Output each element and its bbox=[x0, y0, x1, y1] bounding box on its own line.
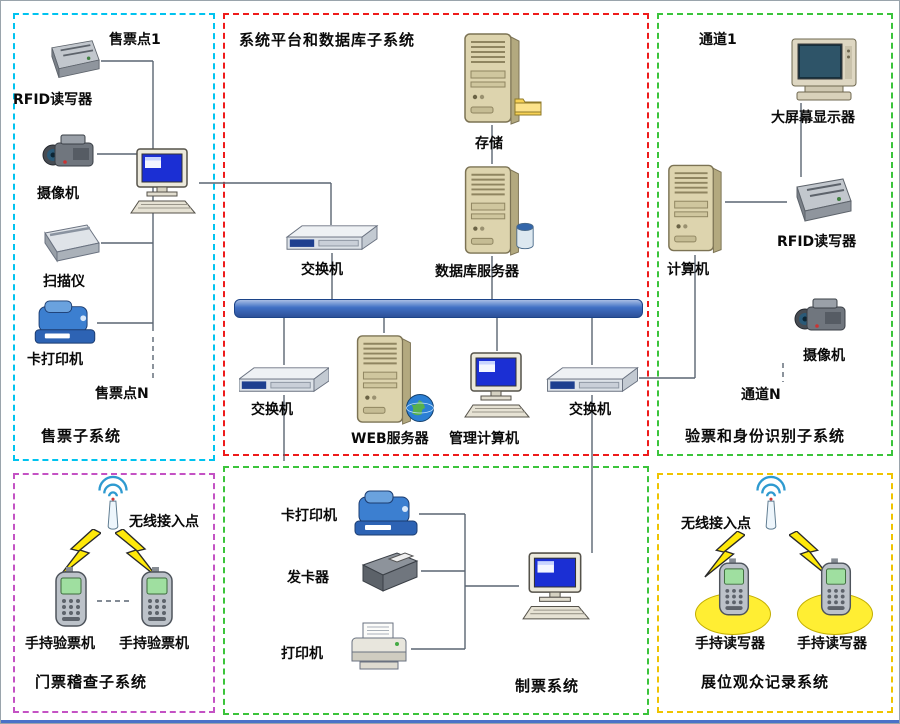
label-web-server: WEB服务器 bbox=[351, 431, 429, 447]
label-handheld-reader-1: 手持读写器 bbox=[695, 636, 765, 652]
management-computer-icon bbox=[461, 351, 533, 423]
card-dispenser-icon bbox=[359, 547, 421, 595]
globe-icon bbox=[405, 393, 435, 423]
rfid-reader-icon bbox=[787, 177, 853, 225]
label-ticket-sales-subsystem: 售票子系统 bbox=[41, 427, 122, 445]
printer-icon bbox=[347, 621, 411, 677]
folder-icon bbox=[513, 93, 543, 117]
label-platform-subsystem: 系统平台和数据库子系统 bbox=[239, 31, 416, 49]
label-ticket-point-n: 售票点N bbox=[95, 386, 149, 402]
label-verification-subsystem: 验票和身份识别子系统 bbox=[685, 427, 846, 445]
label-channel-1: 通道1 bbox=[699, 32, 737, 48]
label-channel-n: 通道N bbox=[741, 387, 781, 403]
database-server-icon bbox=[461, 164, 523, 256]
switch-right-icon bbox=[546, 365, 639, 395]
zone-inspection bbox=[13, 473, 215, 713]
camera-icon bbox=[793, 295, 849, 341]
label-booth-records-system: 展位观众记录系统 bbox=[701, 673, 830, 691]
label-computer: 计算机 bbox=[667, 262, 709, 278]
label-big-display: 大屏幕显示器 bbox=[771, 110, 855, 126]
handheld-reader-icon bbox=[713, 557, 755, 619]
label-printer: 打印机 bbox=[281, 646, 323, 662]
label-ticket-making-system: 制票系统 bbox=[515, 677, 580, 695]
desktop-computer-icon bbox=[519, 551, 593, 625]
label-scanner: 扫描仪 bbox=[43, 274, 85, 290]
switch-top-icon bbox=[284, 223, 380, 253]
label-card-printer: 卡打印机 bbox=[27, 352, 83, 368]
handheld-reader-icon bbox=[815, 557, 857, 619]
label-database-server: 数据库服务器 bbox=[435, 264, 519, 280]
zone-verification bbox=[657, 13, 893, 456]
label-inspection-subsystem: 门票稽查子系统 bbox=[35, 673, 148, 691]
bottom-frame-line bbox=[1, 720, 899, 723]
label-rfid-reader: RFID读写器 bbox=[777, 234, 857, 250]
label-storage: 存储 bbox=[475, 136, 503, 152]
card-printer-icon bbox=[33, 299, 97, 347]
label-switch-right: 交换机 bbox=[569, 402, 611, 418]
big-display-icon bbox=[789, 37, 859, 103]
label-handheld-checker-1: 手持验票机 bbox=[25, 636, 95, 652]
zone-ticket-sales bbox=[13, 13, 215, 461]
gate-computer-icon bbox=[665, 161, 725, 255]
backbone-network-bar bbox=[234, 299, 643, 318]
label-wireless-ap: 无线接入点 bbox=[681, 516, 751, 532]
label-card-dispenser: 发卡器 bbox=[287, 570, 329, 586]
label-management-computer: 管理计算机 bbox=[449, 431, 519, 447]
switch-left-icon bbox=[239, 365, 329, 395]
card-printer-icon bbox=[353, 489, 419, 539]
label-camera: 摄像机 bbox=[37, 186, 79, 202]
camera-icon bbox=[41, 131, 97, 177]
label-camera: 摄像机 bbox=[803, 348, 845, 364]
zone-platform bbox=[223, 13, 649, 456]
zone-ticket-making bbox=[223, 466, 649, 715]
handheld-checker-icon bbox=[49, 567, 93, 629]
desktop-computer-icon bbox=[127, 147, 199, 219]
label-rfid-reader: RFID读写器 bbox=[13, 92, 93, 108]
zone-booth-records bbox=[657, 473, 893, 713]
rfid-reader-icon bbox=[43, 39, 101, 81]
label-card-printer: 卡打印机 bbox=[281, 508, 337, 524]
database-cylinder-icon bbox=[515, 221, 535, 251]
label-ticket-point-1: 售票点1 bbox=[109, 32, 161, 48]
wireless-ap-icon bbox=[749, 475, 793, 533]
scanner-icon bbox=[37, 221, 101, 265]
label-switch-left: 交换机 bbox=[251, 402, 293, 418]
label-handheld-checker-2: 手持验票机 bbox=[119, 636, 189, 652]
label-switch-top: 交换机 bbox=[301, 262, 343, 278]
label-wireless-ap: 无线接入点 bbox=[129, 514, 199, 530]
handheld-checker-icon bbox=[135, 567, 179, 629]
label-handheld-reader-2: 手持读写器 bbox=[797, 636, 867, 652]
